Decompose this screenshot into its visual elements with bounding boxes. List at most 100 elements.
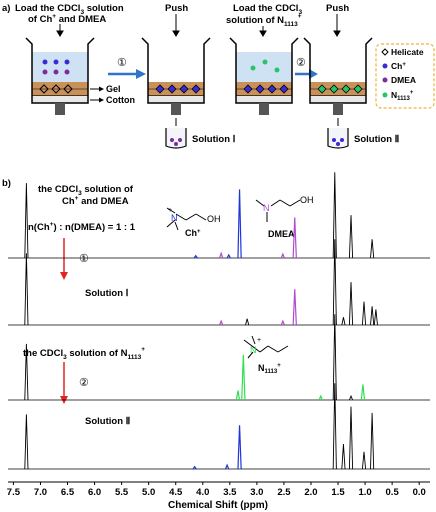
- n1113-structure: N + N1113+: [243, 335, 289, 375]
- nmr-peak: [237, 425, 242, 470]
- solution2-label: Solution Ⅱ: [354, 134, 400, 145]
- x-tick-label: 0.0: [413, 487, 426, 498]
- nmr-peak: [24, 183, 29, 259]
- x-tick-label: 5.5: [115, 487, 129, 498]
- step2-title-line1: Load the CDCl3: [233, 3, 302, 16]
- gel-cotton-labels: Gel Cotton: [90, 84, 135, 105]
- legend-box: Helicate Ch+ DMEA N1113+: [375, 43, 435, 109]
- legend-helicate: Helicate: [391, 47, 424, 57]
- x-tick-label: 3.5: [223, 487, 237, 498]
- trace1-title-line1: the CDCl3 solution of: [38, 184, 134, 197]
- legend-n1113: N1113+: [391, 90, 414, 102]
- nmr-peak: [373, 309, 378, 326]
- legend-dmea: DMEA: [391, 75, 416, 85]
- ch-label: Ch+: [185, 228, 201, 238]
- nmr-peak: [361, 301, 367, 326]
- x-tick-label: 0.5: [386, 487, 400, 498]
- x-tick-label: 2.0: [304, 487, 317, 498]
- nmr-peak: [292, 289, 297, 326]
- ch-dot-icon: [382, 63, 388, 69]
- nmr-peak: [24, 414, 29, 470]
- nmr-peak: [348, 394, 354, 401]
- x-tick-label: 5.0: [142, 487, 155, 498]
- nmr-peak: [318, 394, 323, 401]
- panel-b-label: b): [2, 178, 11, 189]
- svg-text:N: N: [171, 213, 178, 223]
- panel-a-label: a): [2, 3, 10, 14]
- nmr-peak: [224, 463, 230, 470]
- nmr-peak: [237, 189, 242, 259]
- n1113-label: N1113+: [258, 363, 281, 375]
- spectrum-solution2-label: Solution Ⅱ: [85, 416, 131, 427]
- x-tick-label: 2.5: [277, 487, 291, 498]
- svg-text:+: +: [257, 337, 261, 344]
- x-tick-label: 1.5: [331, 487, 345, 498]
- push-label-2: Push: [326, 3, 349, 14]
- helicate-icon: [381, 48, 389, 56]
- plunger-arrows: [56, 14, 341, 37]
- svg-text:OH: OH: [300, 195, 314, 205]
- arrow2-number: ②: [296, 57, 306, 69]
- x-tick-label: 7.5: [7, 487, 21, 498]
- nmr-peak: [332, 383, 337, 470]
- push-label-1: Push: [165, 3, 188, 14]
- x-tick-label: 4.0: [196, 487, 209, 498]
- gel-label: Gel: [106, 84, 121, 94]
- solution1-label: Solution Ⅰ: [192, 134, 236, 145]
- nmr-peak: [193, 254, 198, 259]
- nmr-spectra: [8, 172, 430, 470]
- nmr-peak: [370, 306, 375, 326]
- step1-number: ①: [79, 253, 89, 265]
- n1113-trace-title: the CDCl3 solution of N1113+: [23, 346, 145, 361]
- legend-ch: Ch+: [391, 61, 406, 71]
- nmr-peak: [360, 384, 366, 401]
- step2-arrow: ② Solution Ⅱ: [60, 362, 131, 427]
- dmea-label: DMEA: [268, 229, 295, 239]
- nmr-peak: [341, 317, 346, 326]
- process-arrow-2: ②: [295, 57, 318, 79]
- svg-text:OH: OH: [207, 214, 221, 224]
- nmr-peak: [235, 390, 241, 401]
- nmr-peak: [370, 239, 375, 259]
- nmr-peak: [348, 406, 354, 470]
- x-axis: 7.5 7.0 6.5 6.0 5.5 5.0 4.5 4.0 3.5 3.0 2.5 2.0 1.5 1…: [7, 481, 430, 498]
- nmr-peak: [341, 444, 346, 470]
- nmr-peak: [24, 343, 29, 401]
- nmr-peak: [192, 465, 197, 470]
- nmr-peak: [361, 451, 367, 470]
- nmr-peak: [219, 319, 224, 326]
- column-1: [25, 37, 95, 115]
- x-tick-label: 3.0: [250, 487, 263, 498]
- column-3: [229, 37, 299, 115]
- nmr-peak: [241, 354, 246, 401]
- svg-text:N: N: [263, 203, 270, 213]
- dmea-dot-icon: [382, 77, 388, 83]
- cotton-label: Cotton: [106, 95, 135, 105]
- nmr-peak: [332, 314, 337, 401]
- column-2: Solution Ⅰ: [141, 37, 236, 149]
- x-tick-label: 1.0: [358, 487, 371, 498]
- nmr-peak: [332, 172, 337, 259]
- svg-text:+: +: [168, 207, 172, 214]
- x-tick-label: 4.5: [169, 487, 183, 498]
- nmr-peak: [292, 217, 297, 259]
- nmr-peak: [280, 252, 285, 259]
- process-arrow-1: ①: [108, 57, 146, 79]
- x-tick-label: 6.5: [61, 487, 75, 498]
- panel-b: b) the CDCl3 solution of Ch+ and DMEA n(…: [2, 172, 430, 511]
- ch-structure: N + OH Ch+: [166, 207, 221, 238]
- step1-title-line1: Load the CDCl3 solution: [15, 3, 124, 16]
- dmea-structure: N OH DMEA: [255, 195, 314, 239]
- nmr-peak: [332, 239, 337, 326]
- ratio-label: n(Ch+) : n(DMEA) = 1 : 1: [28, 221, 136, 233]
- panel-a: a) Load the CDCl3 solution of Ch+ and DM…: [2, 3, 435, 149]
- x-axis-label: Chemical Shift (ppm): [168, 500, 268, 511]
- x-tick-label: 6.0: [88, 487, 101, 498]
- x-tick-label: 7.0: [34, 487, 47, 498]
- nmr-peak: [348, 282, 354, 326]
- spectrum-solution1-label: Solution Ⅰ: [85, 288, 129, 299]
- n1113-dot-icon: [382, 92, 388, 98]
- nmr-peak: [370, 412, 375, 470]
- nmr-peak: [348, 215, 354, 259]
